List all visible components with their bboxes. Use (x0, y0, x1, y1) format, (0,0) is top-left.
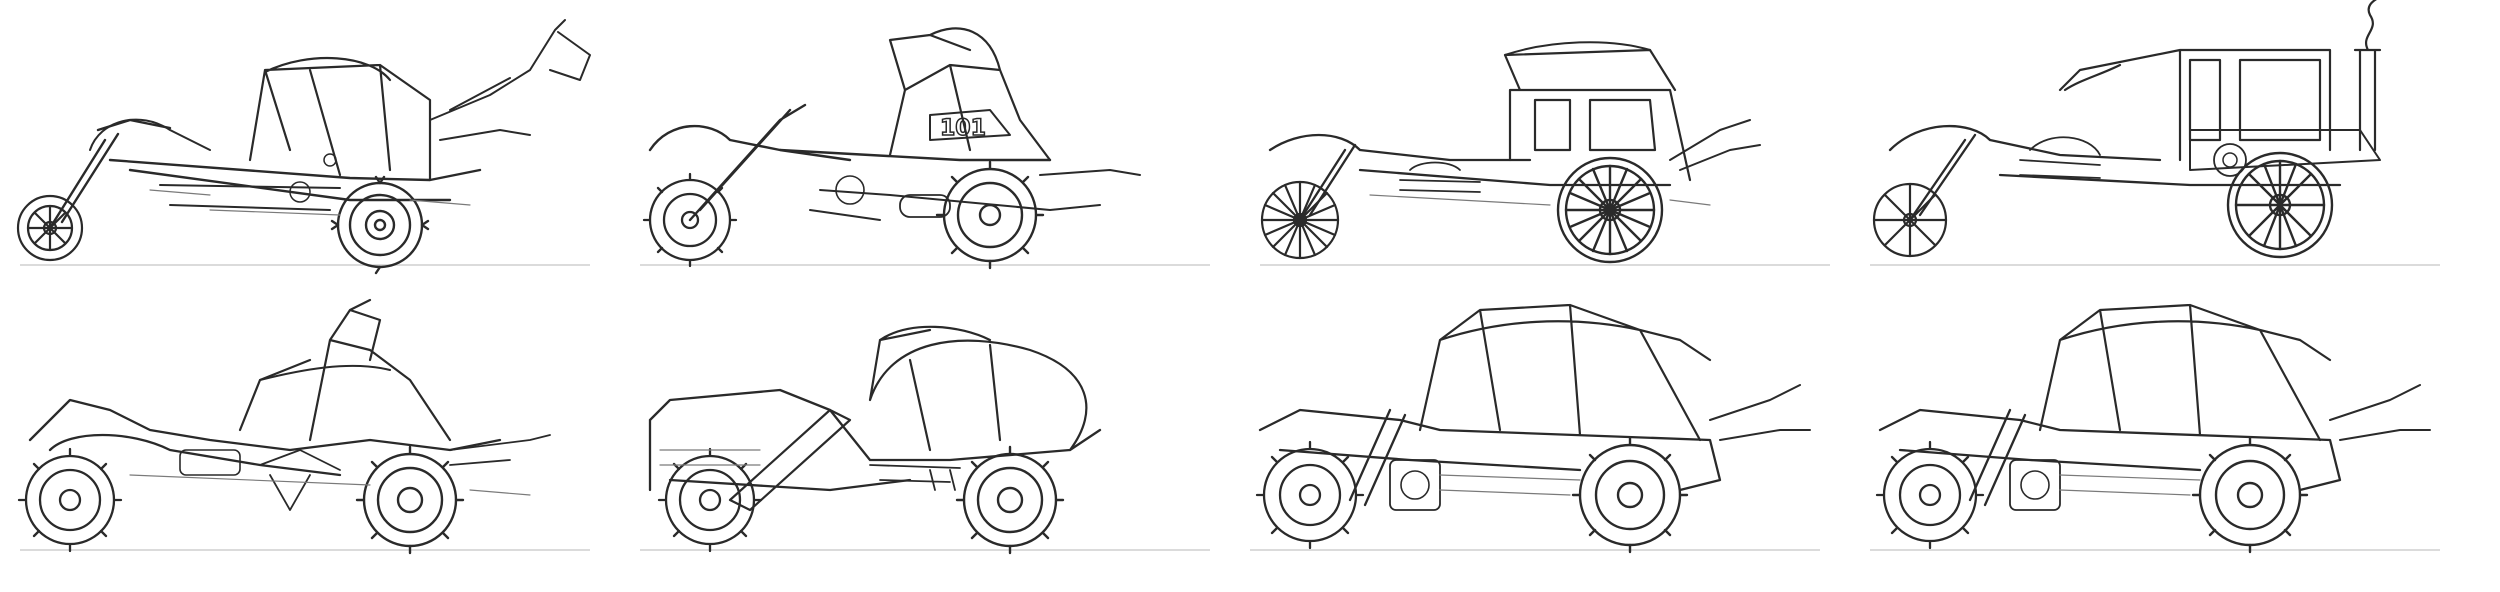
vehicle-sketch-2: 101 (630, 10, 1230, 270)
vehicle-sketch-4 (1860, 0, 2460, 270)
vehicle-sketch-2-drawing: 101 (640, 27, 1210, 270)
vehicle-sketch-5-drawing (17, 298, 590, 555)
vehicle-sketch-1 (10, 10, 610, 275)
vehicle-sketch-3 (1250, 10, 1850, 270)
vehicle-sketch-8-drawing (1870, 303, 2440, 554)
vehicle-sketch-6-drawing (640, 325, 1210, 555)
vehicle-sketch-3-drawing (1260, 41, 1830, 266)
vehicle-sketch-7-drawing (1250, 303, 1820, 554)
vehicle-sketch-2-number: 101 (940, 116, 986, 141)
vehicle-sketch-7 (1240, 300, 1840, 560)
vehicle-sketch-4-drawing (1870, 0, 2440, 266)
vehicle-sketch-8 (1860, 300, 2460, 560)
vehicle-sketch-6 (630, 300, 1230, 560)
vehicle-sketch-1-drawing (16, 19, 591, 275)
vehicle-sketch-5 (10, 298, 610, 560)
